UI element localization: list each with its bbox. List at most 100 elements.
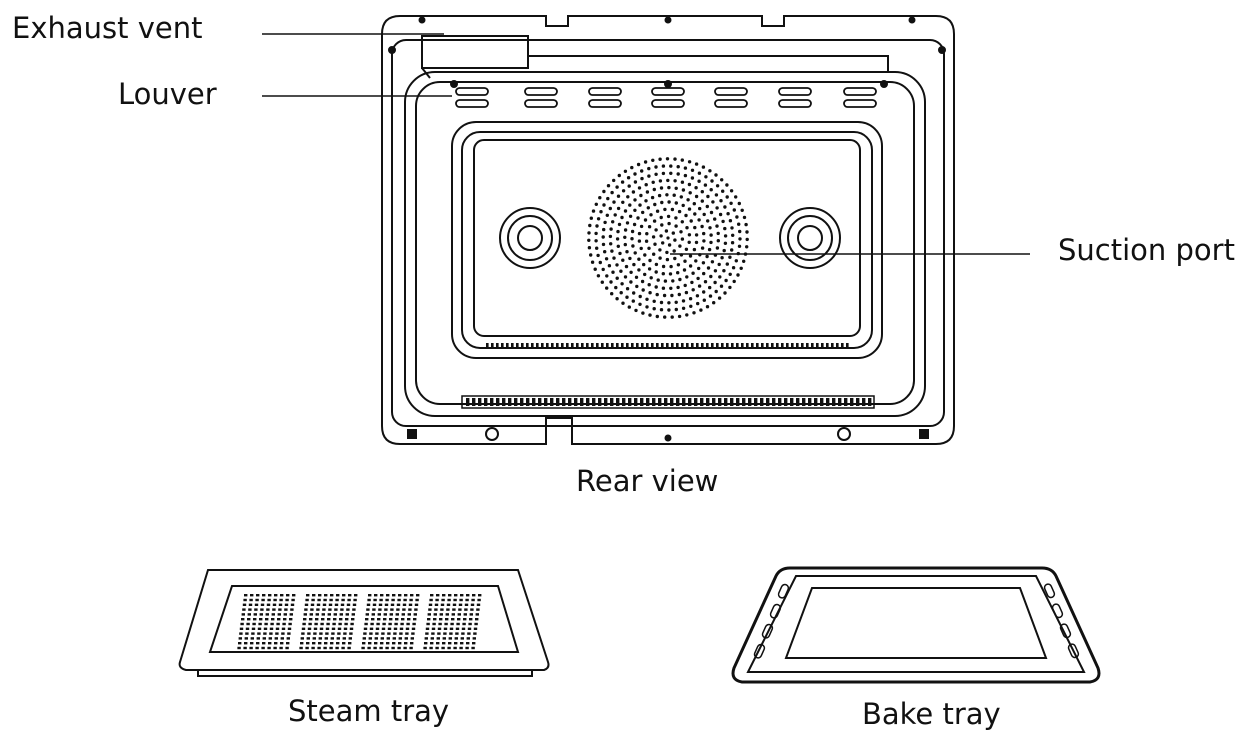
perforation-hole xyxy=(718,275,722,279)
perforation-hole xyxy=(715,184,720,188)
slot xyxy=(246,622,250,626)
slot xyxy=(329,598,333,602)
slot xyxy=(438,622,442,626)
slot xyxy=(372,608,376,611)
slot xyxy=(280,594,284,597)
slot xyxy=(531,343,534,348)
slot xyxy=(425,627,430,630)
slot xyxy=(447,646,451,650)
perforation-hole xyxy=(630,237,634,241)
slot xyxy=(311,646,315,650)
perforation-hole xyxy=(647,225,652,229)
slot xyxy=(571,343,574,348)
slot xyxy=(383,618,387,621)
perforation-hole xyxy=(614,285,618,290)
slot xyxy=(832,398,836,406)
perforation-hole xyxy=(615,276,619,280)
perforation-hole xyxy=(725,262,729,266)
slot xyxy=(423,646,427,650)
slot xyxy=(541,343,544,348)
slot xyxy=(604,398,608,406)
perforation-hole xyxy=(685,313,689,317)
perforation-hole xyxy=(674,224,678,228)
slot xyxy=(452,608,456,611)
perforation-hole xyxy=(654,165,658,169)
perforation-hole xyxy=(601,267,605,272)
slot xyxy=(261,646,265,650)
perforation-hole xyxy=(745,230,749,234)
slot xyxy=(453,646,457,650)
louver-label: Louver xyxy=(118,77,217,111)
perforation-hole xyxy=(731,266,736,270)
slot xyxy=(742,398,746,406)
slot xyxy=(862,398,866,406)
perforation-hole xyxy=(672,249,676,253)
slot xyxy=(392,594,396,597)
slot xyxy=(404,594,408,597)
perforation-hole xyxy=(683,283,687,288)
perforation-hole xyxy=(643,253,647,257)
slot xyxy=(343,632,347,635)
slot xyxy=(346,603,351,606)
rear-panel-inner-frame xyxy=(391,39,945,427)
perforation-hole xyxy=(623,275,628,279)
perforation-hole xyxy=(625,221,630,225)
slot xyxy=(339,618,343,621)
slot xyxy=(324,594,328,597)
slot xyxy=(550,398,554,406)
perforation-hole xyxy=(616,194,621,198)
perforation-hole xyxy=(701,261,706,265)
slot xyxy=(324,637,328,640)
perforation-hole xyxy=(662,293,667,298)
slot xyxy=(317,646,321,650)
perforation-hole xyxy=(623,209,628,213)
slot xyxy=(388,622,392,626)
perforation-hole xyxy=(665,157,670,161)
slot xyxy=(266,603,271,606)
slot xyxy=(791,343,794,348)
slot xyxy=(836,343,839,348)
perforation-hole xyxy=(596,253,600,258)
perforation-hole xyxy=(626,176,631,180)
slot xyxy=(319,627,324,630)
slot xyxy=(331,632,335,635)
perforation-hole xyxy=(715,206,719,210)
slot xyxy=(444,622,448,626)
perforation-hole xyxy=(620,215,624,220)
slot xyxy=(846,343,849,348)
slot xyxy=(323,598,327,602)
slot xyxy=(242,608,246,611)
slot xyxy=(790,398,794,406)
mount-hole-left xyxy=(485,427,499,441)
perforation-hole xyxy=(676,285,680,290)
slot xyxy=(816,343,819,348)
perforation-hole xyxy=(706,194,710,199)
slot xyxy=(375,627,380,630)
perforation-hole xyxy=(652,187,656,192)
slot xyxy=(464,608,468,611)
perforation-hole xyxy=(638,302,642,306)
slot xyxy=(351,613,355,616)
slot xyxy=(316,608,320,611)
slot xyxy=(245,627,250,630)
perforation-hole xyxy=(690,168,695,172)
perforation-hole xyxy=(625,250,629,254)
slot xyxy=(850,398,854,406)
perforation-hole xyxy=(721,219,725,224)
perforation-hole xyxy=(596,217,601,221)
slot xyxy=(316,603,321,606)
perforation-hole xyxy=(627,305,631,309)
slot xyxy=(267,598,271,602)
slot xyxy=(472,637,476,640)
slot xyxy=(486,343,489,348)
slot xyxy=(392,637,396,640)
perforation-hole xyxy=(729,201,733,205)
perforation-hole xyxy=(720,178,724,182)
perforation-hole xyxy=(730,226,734,230)
slot xyxy=(562,398,566,406)
slot xyxy=(338,622,342,626)
slot xyxy=(746,343,749,348)
perforation-hole xyxy=(661,164,666,168)
slot xyxy=(367,646,371,650)
slot xyxy=(514,398,518,406)
